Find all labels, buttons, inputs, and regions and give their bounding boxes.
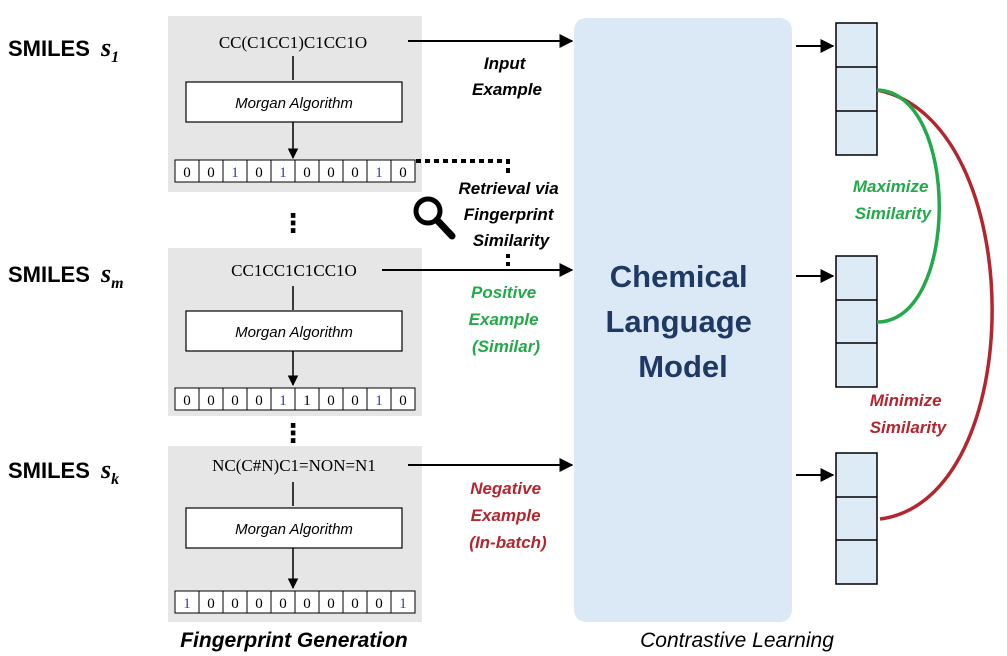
smiles-string-m: CC1CC1C1CC1O (231, 261, 357, 280)
morgan-label-1: Morgan Algorithm (235, 95, 353, 112)
bit-value: 0 (351, 165, 359, 181)
morgan-box-1 (185, 81, 403, 123)
retrieval-connector (416, 159, 510, 173)
bit-value: 0 (327, 393, 335, 409)
row-k: SMILES sk NC(C#N)C1=NON=N1 Morgan Algori… (8, 446, 422, 622)
smiles-label-m: SMILES sm (8, 259, 124, 292)
row-m: SMILES sm CC1CC1C1CC1O Morgan Algorithm … (8, 248, 422, 416)
bit-value: 0 (351, 393, 359, 409)
bit-value: 0 (375, 596, 383, 612)
bit-value: 0 (279, 596, 287, 612)
bit-value: 0 (207, 393, 215, 409)
bit-value: 0 (303, 596, 311, 612)
bit-value: 1 (375, 393, 383, 409)
morgan-box-k (185, 507, 403, 549)
smiles-label-1: SMILES s1 (8, 33, 119, 66)
embedding-k (835, 452, 878, 585)
bit-value: 0 (255, 596, 263, 612)
bit-value: 0 (327, 596, 335, 612)
footer-fingerprint-generation: Fingerprint Generation (180, 629, 408, 652)
bit-value: 0 (231, 393, 239, 409)
bit-cell (390, 590, 416, 614)
bit-value: 0 (399, 393, 407, 409)
ellipsis-1: ⋮ (280, 209, 306, 239)
bit-value: 1 (231, 165, 239, 181)
bit-value: 0 (207, 165, 215, 181)
input-example-label: Input Example (472, 54, 542, 99)
retrieval-label: Retrieval via Fingerprint Similarity (459, 179, 564, 250)
footer-contrastive-learning: Contrastive Learning (640, 629, 834, 652)
bit-cell (390, 387, 416, 411)
morgan-label-k: Morgan Algorithm (235, 521, 353, 538)
bit-value: 0 (207, 596, 215, 612)
embedding-m (835, 255, 878, 388)
smiles-string-1: CC(C1CC1)C1CC1O (219, 33, 367, 52)
bit-value: 0 (303, 165, 311, 181)
smiles-label-k: SMILES sk (8, 455, 119, 488)
embedding-1 (835, 22, 878, 156)
bit-cell (390, 159, 416, 183)
bit-value: 0 (351, 596, 359, 612)
ellipsis-2: ⋮ (280, 419, 306, 449)
smiles-string-k: NC(C#N)C1=NON=N1 (212, 456, 376, 475)
bit-value: 0 (399, 165, 407, 181)
bit-value: 0 (183, 393, 191, 409)
positive-example-label: Positive Example (Similar) (469, 283, 544, 356)
maximize-label: Maximize Similarity (853, 177, 933, 223)
maximize-arc (876, 88, 941, 324)
model-label: Chemical Language Model (605, 259, 760, 384)
bit-value: 1 (303, 393, 311, 409)
row-1: SMILES s1 CC(C1CC1)C1CC1O Morgan Algorit… (8, 16, 422, 192)
morgan-box-m (185, 310, 403, 352)
bit-value: 1 (279, 165, 287, 181)
bit-value: 0 (255, 165, 263, 181)
bit-value: 1 (183, 596, 191, 612)
bit-value: 0 (231, 596, 239, 612)
bit-value: 0 (255, 393, 263, 409)
magnifier-icon (413, 196, 456, 240)
bit-value: 1 (279, 393, 287, 409)
bit-value: 0 (183, 165, 191, 181)
bit-value: 0 (327, 165, 335, 181)
minimize-label: Minimize Similarity (870, 391, 948, 437)
morgan-label-m: Morgan Algorithm (235, 324, 353, 341)
negative-example-label: Negative Example (In-batch) (469, 479, 547, 552)
chemical-language-model (574, 18, 792, 622)
bit-value: 1 (375, 165, 383, 181)
bit-value: 1 (399, 596, 407, 612)
minimize-arc (876, 88, 994, 521)
